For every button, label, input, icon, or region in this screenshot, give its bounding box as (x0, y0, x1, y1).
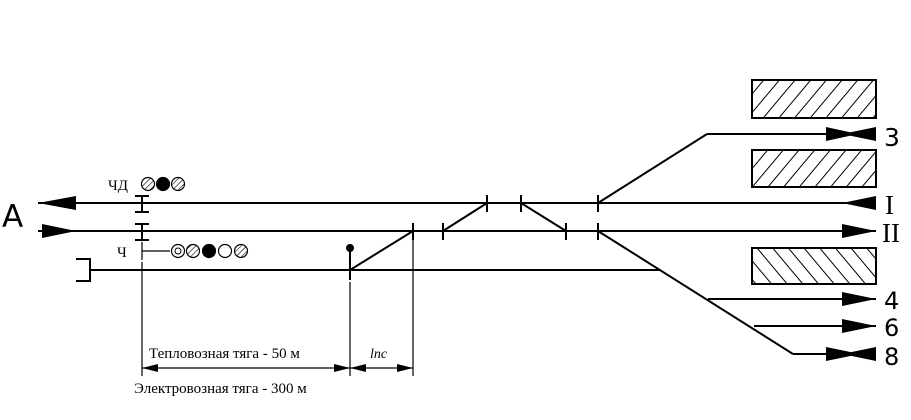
electric-traction-dimension: Электровозная тяга - 300 м (134, 381, 307, 397)
dimension-lines (141, 240, 414, 376)
insulated-joints (349, 195, 599, 280)
signal-joints (135, 195, 149, 241)
platform-middle (751, 149, 877, 188)
tracks-4-6-8 (597, 230, 876, 361)
track-3 (597, 127, 876, 204)
diesel-traction-dimension: Тепловозная тяга - 50 м (149, 346, 300, 362)
departure-signal (140, 176, 186, 192)
platform-top (751, 79, 877, 119)
track-8-label: 8 (884, 343, 899, 371)
entrance-signal (141, 242, 249, 260)
crossovers (349, 202, 567, 271)
lnc-dimension: lпс (370, 347, 388, 362)
dead-end-siding (76, 258, 660, 282)
platform-bottom (751, 247, 877, 285)
track-II (38, 224, 876, 238)
track-3-label: 3 (884, 123, 900, 152)
entrance-signal-label: Ч (117, 245, 127, 261)
track-6-label: 6 (884, 314, 899, 342)
siding-signal (346, 244, 354, 270)
track-II-label: II (882, 218, 900, 248)
track-4-label: 4 (884, 287, 899, 315)
departure-signal-label: ЧД (108, 178, 128, 194)
track-I-label: I (885, 190, 894, 220)
direction-label: A (2, 199, 23, 235)
track-I (38, 196, 876, 210)
